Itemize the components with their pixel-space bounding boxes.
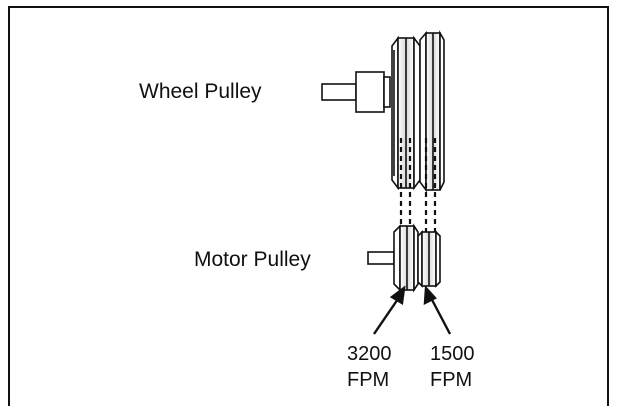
wheel-shaft [321, 83, 357, 101]
wheel-hub-collar [383, 76, 391, 108]
motor-pulley-label: Motor Pulley [194, 248, 311, 271]
speed-label-3200: 3200 FPM [347, 341, 392, 393]
wheel-pulley-assembly [321, 29, 445, 193]
speed-value: 3200 [347, 343, 392, 365]
motor-pulley-assembly [367, 223, 441, 293]
wheel-pulley-label: Wheel Pulley [139, 80, 262, 103]
speed-unit: FPM [430, 369, 473, 391]
speed-value: 1500 [430, 343, 475, 365]
speed-arrows [373, 285, 452, 335]
speed-unit: FPM [347, 369, 390, 391]
wheel-sheave-a [391, 35, 399, 191]
arrow-3200 [373, 295, 401, 335]
wheel-hub [355, 71, 385, 113]
speed-label-1500: 1500 FPM [430, 341, 475, 393]
arrow-1500 [428, 295, 452, 335]
belts [399, 138, 437, 232]
diagram-frame [8, 6, 609, 406]
motor-sheave-a [393, 224, 401, 292]
motor-shaft [367, 251, 395, 265]
